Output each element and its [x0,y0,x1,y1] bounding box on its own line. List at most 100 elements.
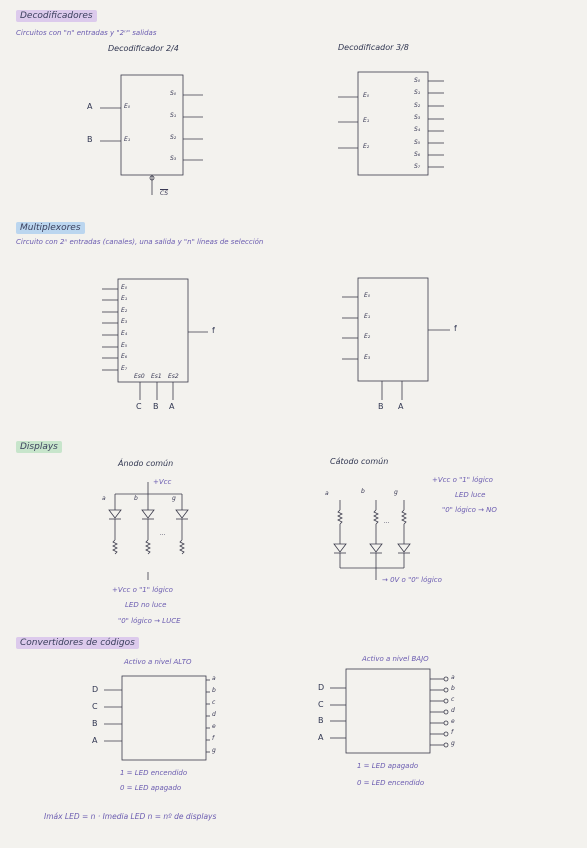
mux8-select-a: A [169,402,175,411]
converter-low-out-c: c [451,696,455,703]
converter-high-in-d: D [92,685,99,694]
cathode-led-a [333,543,347,553]
mux8-pin-e7: E₇ [121,365,128,372]
decoder-38-pin-s5: S₅ [414,139,421,146]
decoder-38-box [357,71,429,176]
mux8-pin-e1: E₁ [121,295,128,302]
cathode-seg-b: b [361,488,365,495]
decoder-38-title: Decodificador 3/8 [338,43,409,52]
mux8-pin-es2: Es2 [168,373,179,380]
mux4-pin-e3: E₃ [364,354,371,361]
converter-low-out-d: d [451,707,455,714]
anode-led-b [141,509,155,519]
cathode-dots: ... [384,518,390,525]
decoder-24-pin-s3: S₃ [170,155,177,162]
converter-low-in-b: B [318,716,324,725]
converter-low-out-f: f [451,729,454,736]
decoder-38-pin-e1: E₁ [363,117,370,124]
mux4-output-f: f [454,324,457,333]
mux4-pin-e0: E₀ [364,292,371,299]
converter-low-title: Activo a nivel BAJO [362,655,429,663]
mux-8-box [117,278,189,383]
anode-led-a [108,509,122,519]
anode-dots: ... [160,530,166,537]
converter-high-out-a: a [212,675,216,682]
cathode-ground: → 0V o "0" lógico [382,576,442,584]
converter-low-out-b: b [451,685,455,692]
converter-low-out-g: g [451,740,455,747]
decoder-24-title: Decodificador 2/4 [108,44,179,53]
cathode-seg-g: g [394,489,398,496]
mux4-select-b: B [378,402,384,411]
mux8-select-b: B [153,402,159,411]
converter-high-box [121,675,207,761]
cathode-note-2: LED luce [455,491,486,499]
mux-4-box [357,277,429,382]
converter-low-box [345,668,431,754]
multiplexers-subtitle: Circuito con 2ⁿ entradas (canales), una … [16,238,264,246]
converter-high-in-a: A [92,736,98,745]
converter-high-note-1: 1 = LED encendido [120,769,188,777]
decoder-24-pin-s0: S₀ [170,90,177,97]
converter-high-in-c: C [92,702,98,711]
anode-note-3: "0" lógico → LUCE [118,617,181,625]
mux8-select-c: C [136,402,142,411]
cathode-led-b [369,543,383,553]
decoder-24-pin-e1: E₁ [124,136,131,143]
decoder-24-label-a: A [87,102,93,111]
decoder-38-pin-e2: E₂ [363,143,370,150]
decoder-24-enable: CS [160,190,169,197]
converter-low-note-2: 0 = LED encendido [357,779,425,787]
anode-seg-a: a [102,495,106,502]
mux4-pin-e2: E₂ [364,333,371,340]
mux8-pin-e3: E₃ [121,318,128,325]
converters-heading: Convertidores de códigos [16,637,139,649]
displays-heading: Displays [16,441,62,453]
decoder-38-pin-s3: S₃ [414,114,421,121]
cathode-seg-a: a [325,490,329,497]
anode-led-g [175,509,189,519]
converter-low-out-a: a [451,674,455,681]
anode-vcc: +Vcc [153,478,172,486]
anode-seg-b: b [134,495,138,502]
mux8-output-f: f [212,326,215,335]
mux8-pin-es1: Es1 [151,373,162,380]
led-current-formula: Imáx LED = n · Imedia LED n = nº de disp… [44,812,217,821]
decoder-24-pin-s1: S₁ [170,112,177,119]
anode-note-1: +Vcc o "1" lógico [112,586,173,594]
decoder-38-pin-e0: E₀ [363,92,370,99]
anode-title: Ánodo común [118,459,174,468]
decoder-38-pin-s2: S₂ [414,102,421,109]
decoder-24-pin-e0: E₀ [124,103,131,110]
converter-high-out-f: f [212,735,215,742]
mux8-pin-es0: Es0 [134,373,145,380]
mux8-pin-e5: E₅ [121,342,128,349]
anode-seg-g: g [172,495,176,502]
mux4-select-a: A [398,402,404,411]
mux8-pin-e2: E₂ [121,307,128,314]
decoder-38-pin-s6: S₆ [414,151,421,158]
converter-low-in-c: C [318,700,324,709]
decoder-38-pin-s4: S₄ [414,126,421,133]
converter-high-out-b: b [212,687,216,694]
mux8-pin-e6: E₆ [121,353,128,360]
decoder-24-pin-s2: S₂ [170,134,177,141]
cathode-led-g [397,543,411,553]
anode-note-2: LED no luce [125,601,167,609]
decoders-heading: Decodificadores [16,10,97,22]
multiplexers-heading: Multiplexores [16,222,85,234]
decoders-subtitle: Circuitos con "n" entradas y "2ⁿ" salida… [16,29,157,37]
converter-high-out-g: g [212,747,216,754]
decoder-38-pin-s1: S₁ [414,89,421,96]
converter-high-out-d: d [212,711,216,718]
converter-low-out-e: e [451,718,455,725]
mux8-pin-e0: E₀ [121,284,128,291]
cathode-note-1: +Vcc o "1" lógico [432,476,493,484]
cathode-note-3: "0" lógico → NO [442,506,497,514]
converter-low-in-d: D [318,683,325,692]
converter-low-note-1: 1 = LED apagado [357,762,419,770]
decoder-38-pin-s7: S₇ [414,163,421,170]
converter-high-out-e: e [212,723,216,730]
